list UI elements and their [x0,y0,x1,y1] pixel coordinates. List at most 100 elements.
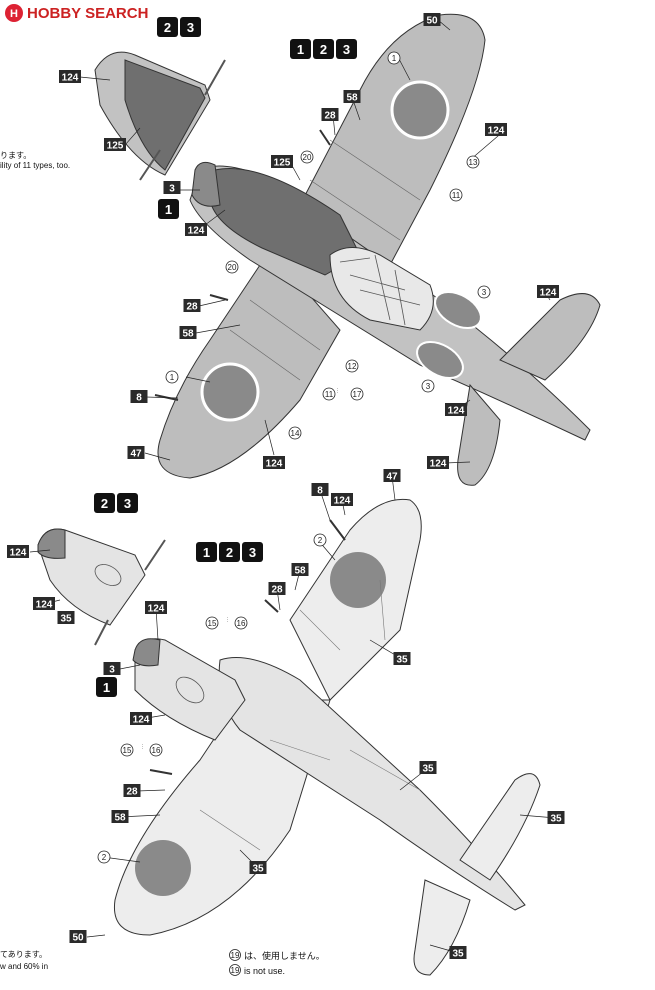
hinomaru-right-wing [390,80,450,140]
svg-text:47: 47 [386,472,398,483]
svg-text:124: 124 [188,226,205,237]
svg-text:125: 125 [274,158,291,169]
svg-text:H: H [10,8,18,20]
svg-text:58: 58 [294,566,306,577]
paint-label: 35 [547,811,565,825]
svg-text:15: 15 [123,746,132,755]
top-view-aircraft [154,13,601,486]
paint-label: 8 [130,390,148,404]
svg-text:16: 16 [152,746,161,755]
edge-text-jp-upper: ります。 [0,151,31,160]
svg-text:3: 3 [249,545,256,560]
paint-label: 124 [130,712,152,726]
svg-text:3: 3 [109,665,115,676]
bottom-cowling [132,638,246,741]
svg-text:3: 3 [426,382,431,391]
svg-text:1: 1 [297,42,304,57]
logo-mark-icon [5,4,23,22]
svg-text:28: 28 [186,302,198,313]
paint-label: 28 [268,582,286,596]
paint-label: 124 [185,223,207,237]
svg-text:50: 50 [426,16,438,27]
edge-text-en-upper: ility of 11 types, too. [0,161,70,170]
svg-text:50: 50 [72,933,84,944]
paint-label: 124 [537,285,559,299]
svg-text:35: 35 [252,864,264,875]
bottom-left-cowling-detail [37,528,166,646]
decal-label: 15 [120,743,134,757]
paint-label: 125 [104,138,126,152]
edge-text-en-lower: w and 60% in [0,962,48,971]
svg-text:124: 124 [36,600,53,611]
top-left-cowling-detail [94,51,226,181]
svg-text:13: 13 [469,158,478,167]
svg-text:8: 8 [317,486,323,497]
svg-text:58: 58 [114,813,126,824]
bottom-view-aircraft [113,498,541,976]
svg-text:47: 47 [130,449,142,460]
paint-label: 124 [7,545,29,559]
svg-text:124: 124 [62,73,79,84]
paint-label: 125 [271,155,293,169]
svg-text:35: 35 [422,764,434,775]
hinomaru-bottom-left-wing [135,840,191,896]
svg-text:3: 3 [482,288,487,297]
hobby-search-logo: H HOBBY SEARCH [5,4,148,22]
svg-text:17: 17 [353,390,362,399]
paint-label: 124 [263,456,285,470]
version-group-bottom-spinner: 1 [96,677,117,697]
paint-label: 28 [123,784,141,798]
svg-text:3: 3 [187,20,194,35]
decal-label: 17 [350,387,364,401]
decal-label: 11 [449,188,463,202]
svg-text:14: 14 [291,429,300,438]
paint-label: 35 [393,652,411,666]
decal-small-marker: ⋮ [140,744,145,750]
paint-label: 58 [343,90,361,104]
decal-label: 1 [387,51,401,65]
paint-label: 35 [419,761,437,775]
svg-text:35: 35 [60,614,72,625]
paint-label: 124 [33,597,55,611]
paint-label: 124 [59,70,81,84]
decal-label: 13 [466,155,480,169]
svg-text:20: 20 [303,153,312,162]
svg-text:124: 124 [540,288,557,299]
decal-label: 15 [205,616,219,630]
note-en-text: is not use. [244,966,285,976]
svg-text:1: 1 [165,202,172,217]
note-jp-text: は、使用しません。 [244,950,325,961]
decal-label: 14 [288,426,302,440]
svg-text:3: 3 [124,496,131,511]
svg-text:12: 12 [348,362,357,371]
decal-label: 20 [300,150,314,164]
decal-small-marker: ⋮ [225,617,230,623]
decal-label: 3 [421,379,435,393]
decal-label: 3 [477,285,491,299]
svg-text:124: 124 [133,715,150,726]
svg-text:28: 28 [271,585,283,596]
svg-text:3: 3 [169,184,175,195]
note-jp-ref: 19 [231,951,240,960]
svg-text:15: 15 [208,619,217,628]
svg-text:1: 1 [103,680,110,695]
svg-text:2: 2 [101,496,108,511]
svg-text:124: 124 [148,604,165,615]
svg-text:28: 28 [324,111,336,122]
paint-label: 28 [183,299,201,313]
paint-label: 58 [179,326,197,340]
paint-label: 124 [145,601,167,615]
decal-label: 20 [225,260,239,274]
paint-label: 124 [331,493,353,507]
logo-text: HOBBY SEARCH [27,5,148,22]
svg-text:35: 35 [550,814,562,825]
svg-text:58: 58 [182,329,194,340]
svg-text:124: 124 [448,406,465,417]
decal-label: 12 [345,359,359,373]
paint-label: 58 [291,563,309,577]
